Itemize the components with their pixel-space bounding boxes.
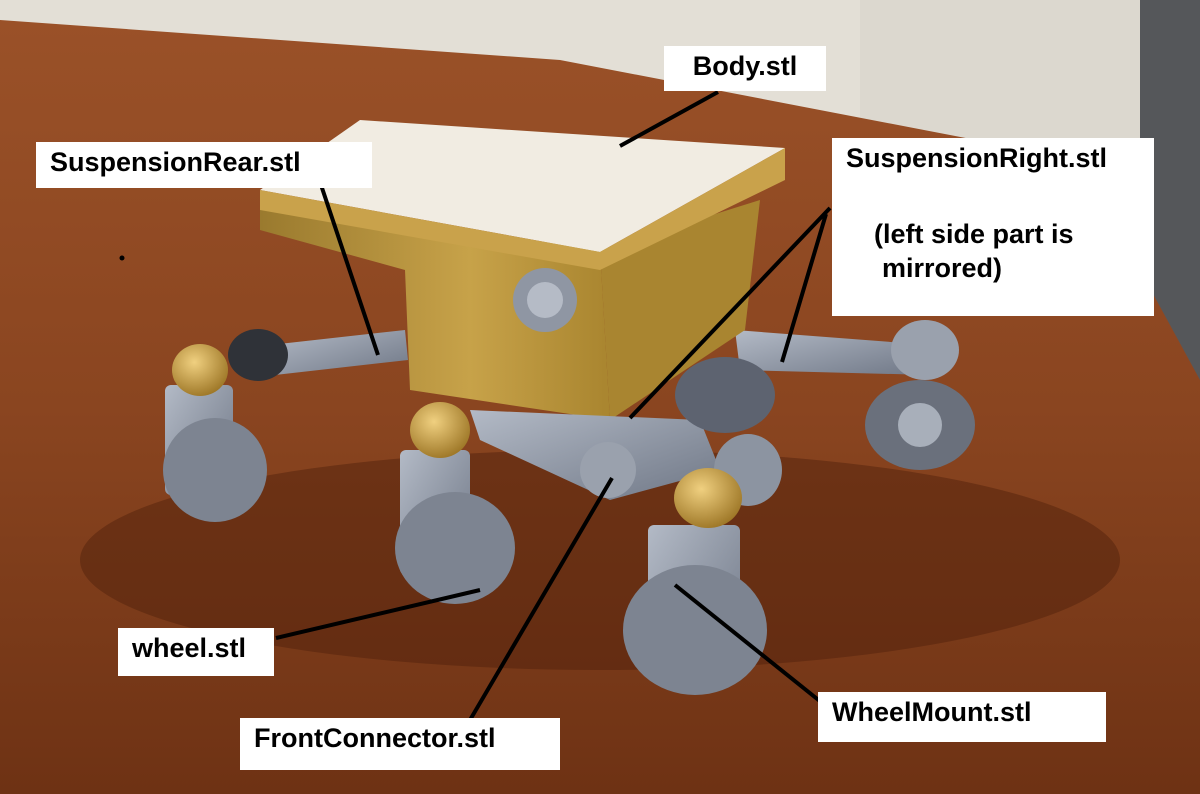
label-suspension-right-stl: SuspensionRight.stl (left side part is m… [832,138,1154,316]
body-front [600,200,760,420]
label-wheel-stl: wheel.stl [118,628,274,676]
callout-line-body [619,90,719,148]
callout-line-front-connector [468,476,614,722]
callout-line-suspension-right-a [628,206,832,420]
body-top-edge [260,148,785,270]
rear-pivot [228,329,288,381]
wheel-rear-right-2-hub [898,403,942,447]
label-front-connector-stl: FrontConnector.stl [240,718,560,770]
speck [119,255,125,261]
wheel-rear-right-1 [675,357,775,433]
body-round-detail-inner [527,282,563,318]
brass-cap-front [674,468,742,528]
brass-cap-left [172,344,228,396]
body-top [260,120,785,252]
callout-lines [275,90,832,722]
wheel-center [395,492,515,604]
label-suspension-rear-stl: SuspensionRear.stl [36,142,372,188]
label-suspension-right-line1: SuspensionRight.stl [846,143,1108,173]
label-suspension-right-line2: (left side part is [874,218,1074,249]
rover-shadow [80,450,1120,670]
callout-line-suspension-rear [314,169,380,356]
brass-cap-center [410,402,470,458]
label-suspension-right-line3: mirrored) [882,252,1003,283]
wheel-front [623,565,767,695]
label-wheel-mount-stl: WheelMount.stl [818,692,1106,742]
callout-line-suspension-right-b [780,213,828,363]
front-connector-hub [580,442,636,498]
right-pivot [891,320,959,380]
suspension-right-arm [735,330,930,375]
callout-line-wheel [275,588,481,640]
callout-line-wheel-mount [673,583,828,708]
label-body-stl: Body.stl [664,46,826,91]
wheel-left [163,418,267,522]
